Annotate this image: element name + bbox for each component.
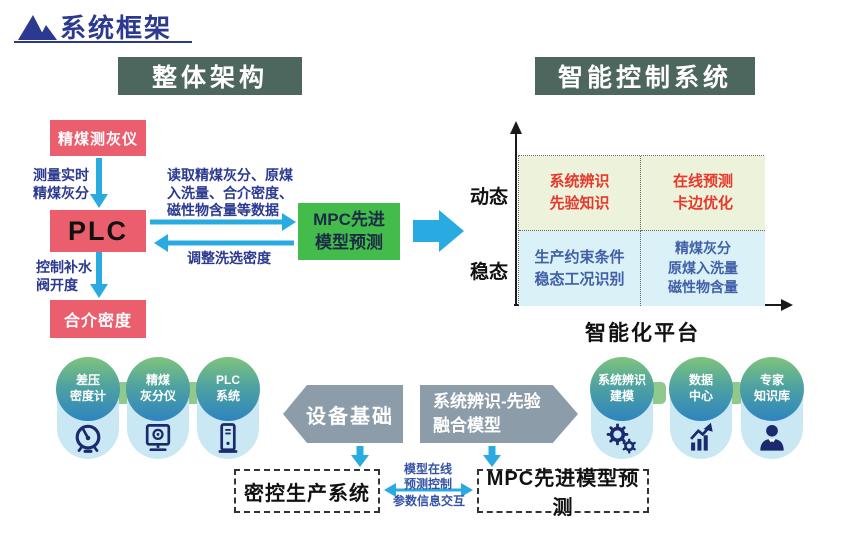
quad-cell-bottom-right: 精煤灰分 原煤入洗量 磁性物含量 [641, 231, 765, 306]
analyzer-icon [145, 424, 171, 452]
device-capsule: PLC 系统 [196, 357, 260, 459]
page-title: 系统框架 [60, 13, 173, 43]
quad-cell-top-left: 系统辨识 先验知识 [519, 156, 641, 231]
device-base-banner: 设备基础 [283, 385, 403, 443]
gauge-icon [75, 424, 101, 453]
device-label: 差压 密度计 [56, 357, 120, 421]
exchange-bottom-label: 参数信息交互 [392, 494, 465, 508]
plc-box: PLC [50, 210, 146, 252]
section-header-overall: 整体架构 [118, 57, 302, 95]
down-arrow-icon [351, 446, 369, 467]
block-arrow-icon [413, 210, 464, 252]
chart-icon [690, 422, 713, 451]
platform-capsule: 数据 中心 [669, 357, 733, 459]
exchange-top-label: 模型在线 预测控制 [403, 462, 452, 491]
device-capsule: 精煤 灰分仪 [126, 357, 190, 459]
down-arrow-icon [90, 252, 108, 298]
down-arrow-icon [90, 158, 108, 208]
device-capsule: 差压 密度计 [56, 357, 120, 459]
quadrant-matrix: 系统辨识 先验知识 在线预测 卡边优化 生产约束条件 稳态工况识别 精煤灰分 原… [518, 155, 765, 306]
density-control-system-box: 密控生产系统 [234, 469, 380, 513]
x-axis-label: 智能化平台 [585, 322, 700, 345]
title-underline [14, 41, 192, 43]
platform-capsule: 系统辨识 建模 [590, 357, 654, 459]
fusion-model-banner: 系统辨识-先验 融合模型 [420, 385, 578, 443]
ash-meter-box: 精煤测灰仪 [50, 120, 146, 156]
row-label-steady: 稳态 [470, 262, 509, 283]
quad-cell-bottom-left: 生产约束条件 稳态工况识别 [519, 231, 641, 306]
device-label: 精煤 灰分仪 [126, 357, 190, 421]
platform-capsule: 专家 知识库 [740, 357, 804, 459]
mountain-icon [18, 15, 57, 40]
gears-icon [606, 423, 636, 454]
platform-label: 专家 知识库 [740, 357, 804, 421]
row-label-dynamic: 动态 [470, 187, 509, 208]
valve-label: 控制补水 阀开度 [36, 259, 92, 294]
mpc-model-box: MPC先进 模型预测 [298, 203, 400, 260]
section-header-intelligent: 智能控制系统 [535, 57, 755, 95]
read-data-label: 读取精煤灰分、原煤 入洗量、合介密度、 磁性物含量等数据 [167, 167, 293, 218]
device-label: PLC 系统 [196, 357, 260, 421]
measure-label: 测量实时 精煤灰分 [33, 167, 89, 202]
platform-label: 系统辨识 建模 [590, 357, 654, 421]
platform-label: 数据 中心 [669, 357, 733, 421]
expert-icon [760, 424, 784, 451]
server-icon [218, 423, 238, 453]
quad-cell-top-right: 在线预测 卡边优化 [641, 156, 765, 231]
adjust-density-label: 调整洗选密度 [187, 250, 271, 266]
density-box: 合介密度 [50, 300, 146, 338]
mpc-prediction-box: MPC先进模型预测 [477, 468, 649, 519]
